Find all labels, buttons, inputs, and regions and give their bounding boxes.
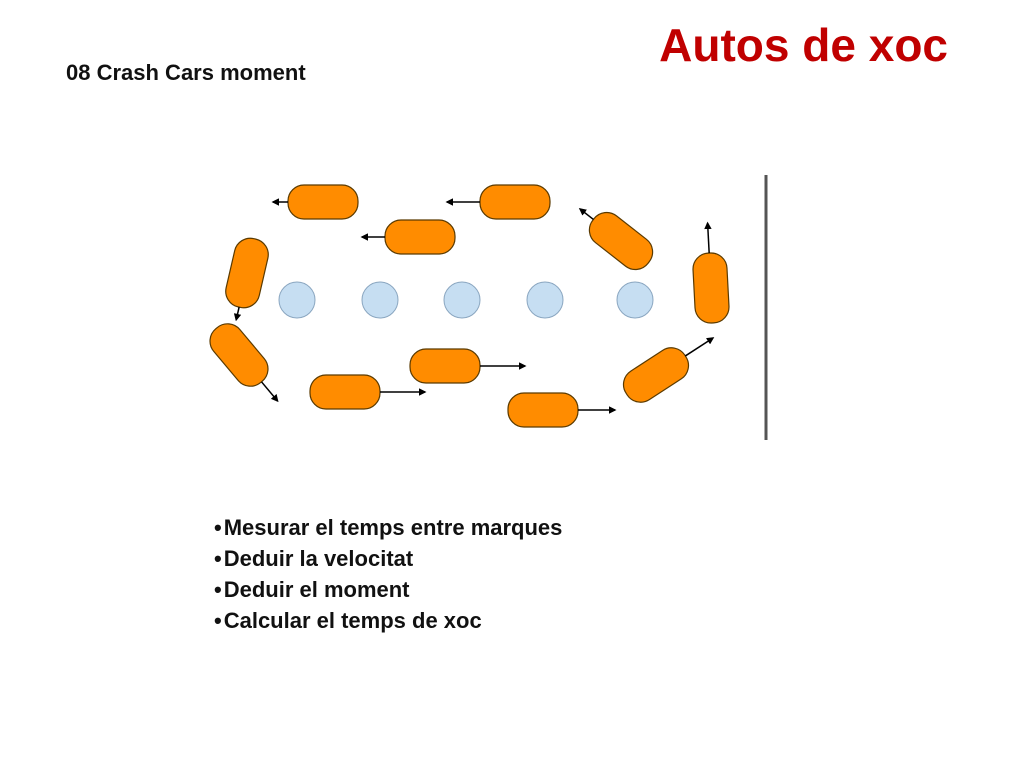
car [445,184,551,220]
bullet-item: Deduir la velocitat [214,543,562,574]
bullet-item: Calcular el temps de xoc [214,605,562,636]
car [225,237,269,322]
car [622,337,715,403]
car [578,208,654,271]
timing-marker [616,281,654,319]
timing-marker [278,281,316,319]
car [209,323,279,403]
car [507,392,617,428]
car [360,219,456,255]
bullet-list: Mesurar el temps entre marques Deduir la… [214,512,563,636]
bullet-item: Deduir el moment [214,574,562,605]
timing-markers [278,281,654,319]
car [309,374,427,410]
car [692,221,730,324]
bullet-item: Mesurar el temps entre marques [214,512,563,543]
car [271,184,359,220]
slide-subtitle: 08 Crash Cars moment [66,60,306,85]
slide-title: Autos de xoc [659,19,948,71]
car [409,348,527,384]
timing-marker [526,281,564,319]
timing-marker [361,281,399,319]
crash-cars-diagram [209,175,768,440]
timing-marker [443,281,481,319]
